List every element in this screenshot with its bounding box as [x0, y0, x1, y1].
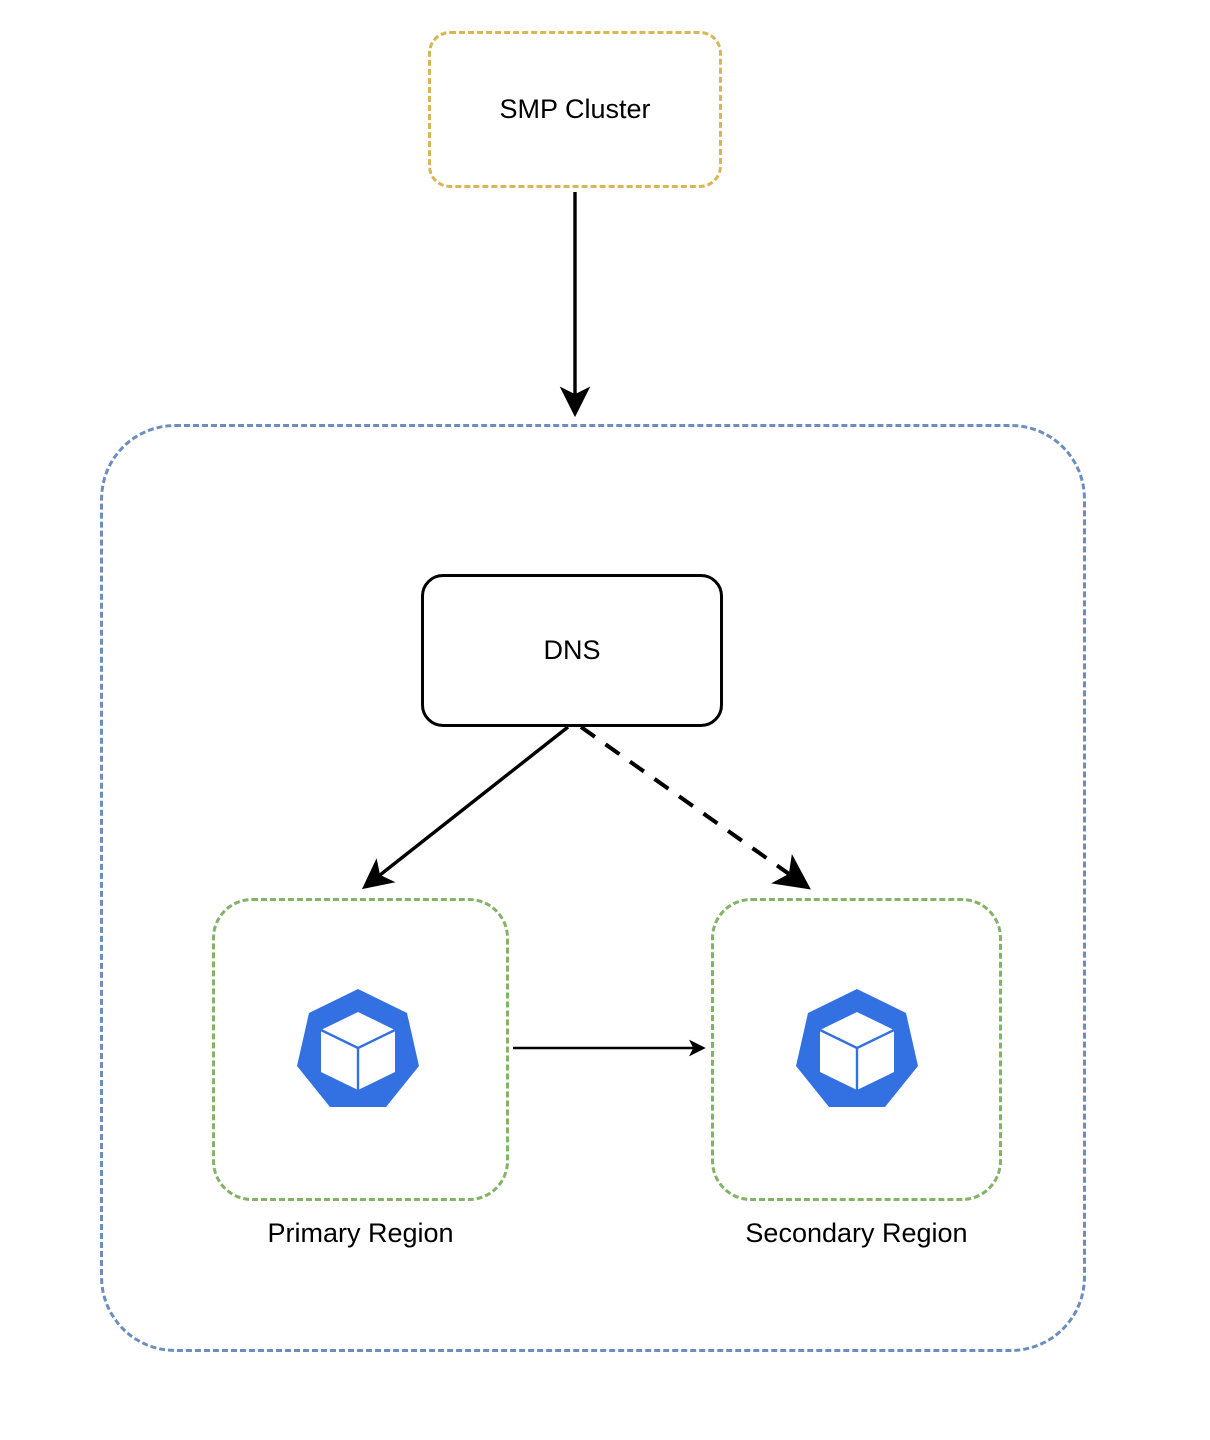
platform-container[interactable] — [100, 424, 1086, 1352]
primary-region-label: Primary Region — [267, 1218, 454, 1248]
node-smp-cluster[interactable]: SMP Cluster — [428, 31, 722, 188]
node-dns[interactable]: DNS — [421, 574, 723, 727]
secondary-region-label: Secondary Region — [745, 1218, 968, 1248]
node-primary-region[interactable] — [212, 898, 509, 1201]
dns-label: DNS — [543, 635, 601, 666]
node-secondary-region[interactable] — [711, 898, 1002, 1201]
kubernetes-icon — [795, 986, 919, 1110]
smp-cluster-label: SMP Cluster — [499, 94, 651, 125]
kubernetes-icon — [296, 986, 420, 1110]
